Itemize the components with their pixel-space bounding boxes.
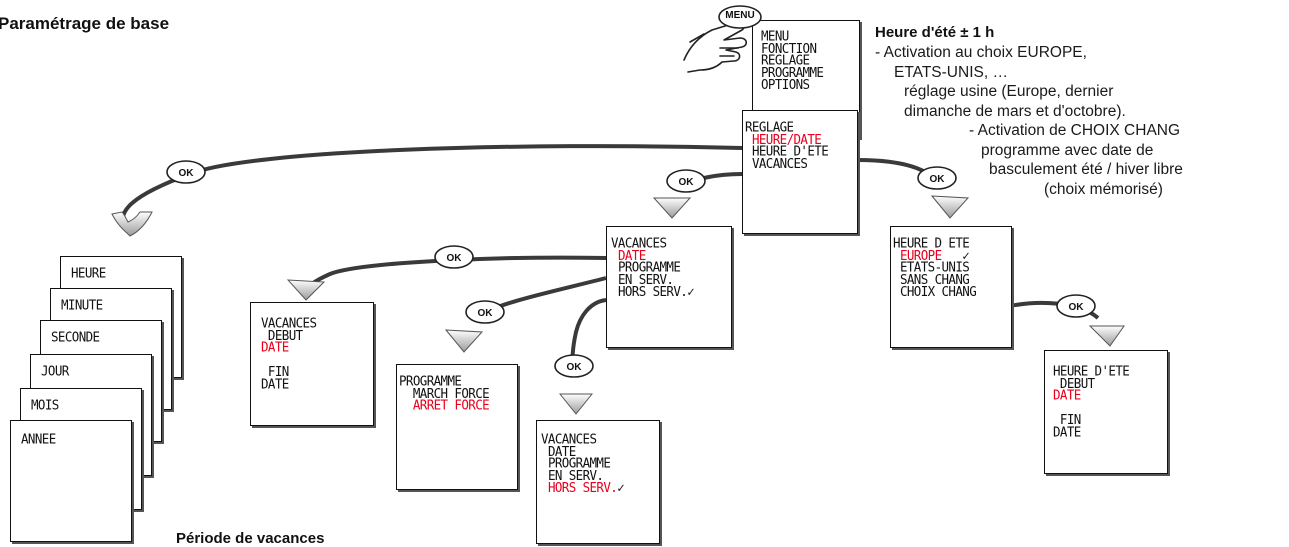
- dst-note-line: - Activation au choix EUROPE,: [875, 44, 1087, 61]
- dst-notes: - Activation au choix EUROPE, ETATS-UNIS…: [875, 43, 1275, 199]
- line: DATE: [1053, 423, 1081, 440]
- stack-label-seconde: SECONDE: [51, 328, 100, 345]
- programme-item-arret-force: ARRET FORCE: [412, 397, 490, 413]
- heure-ete-item-europe: EUROPE ✓: [899, 246, 970, 263]
- menu-item: REGLAGE: [761, 52, 810, 68]
- heure-ete-title: HEURE D ETE: [893, 234, 970, 251]
- hors-serv-item-en-serv: EN SERV.: [547, 467, 604, 483]
- hors-serv-list: VACANCES DATE PROGRAMME EN SERV. HORS SE…: [541, 430, 625, 495]
- ok-label: OK: [679, 177, 695, 188]
- curve-heure-date: [120, 144, 743, 227]
- hors-serv-title: VACANCES: [541, 430, 597, 447]
- reglage-screen: REGLAGE HEURE/DATE HEURE D'ETE VACANCES: [742, 110, 858, 234]
- vacances-list: VACANCES DATE PROGRAMME EN SERV. HORS SE…: [611, 234, 695, 299]
- dst-note-line: (choix mémorisé): [1044, 180, 1163, 198]
- ok-button-vac-date[interactable]: OK: [434, 245, 474, 269]
- reglage-title: REGLAGE: [745, 118, 794, 135]
- check-icon: ✓: [687, 283, 695, 299]
- ok-label: OK: [179, 168, 195, 179]
- stack-card-annee: ANNEE: [10, 420, 132, 542]
- check-icon: ✓: [962, 246, 970, 263]
- heure-ete-debut-list: HEURE D'ETE DEBUT DATE FIN DATE: [1053, 362, 1130, 440]
- stack-label-jour: JOUR: [41, 362, 69, 379]
- dst-note-line: programme avec date de: [981, 141, 1154, 159]
- ok-button-vac-programme[interactable]: OK: [465, 300, 505, 324]
- line-selected: DATE: [261, 339, 289, 355]
- line: DATE: [261, 375, 289, 392]
- menu-item: FONCTION: [761, 39, 817, 56]
- dst-note-line: dimanche de mars et d'octobre).: [904, 102, 1126, 120]
- menu-item: PROGRAMME: [761, 64, 824, 80]
- programme-title: PROGRAMME: [399, 372, 462, 389]
- check-icon: ✓: [617, 479, 625, 495]
- hors-serv-item-date: DATE: [547, 442, 576, 459]
- reglage-item-heure-ete: HEURE D'ETE: [751, 143, 829, 159]
- ok-button-choix[interactable]: OK: [1056, 294, 1096, 318]
- heure-ete-item-choix-chang: CHOIX CHANG: [899, 283, 977, 299]
- stack-label-mois: MOIS: [31, 396, 59, 413]
- heure-ete-item-etats-unis: ETATS-UNIS: [899, 259, 970, 275]
- dst-note-line: réglage usine (Europe, dernier: [904, 83, 1114, 100]
- vacances-item-programme: PROGRAMME: [617, 259, 681, 275]
- arrow-head-debut: [286, 279, 326, 301]
- menu-item: OPTIONS: [761, 76, 810, 92]
- arrow-head-vacances: [652, 197, 692, 219]
- stack-label-annee: ANNEE: [21, 430, 56, 447]
- hors-serv-item-hors-serv: HORS SERV.✓: [547, 479, 625, 495]
- arrow-head-choix: [1088, 325, 1125, 347]
- vacances-screen: VACANCES DATE PROGRAMME EN SERV. HORS SE…: [606, 226, 732, 348]
- line-selected: DATE: [1053, 387, 1081, 403]
- programme-list: PROGRAMME MARCH FORCE ARRET FORCE: [399, 372, 490, 413]
- menu-list: MENU FONCTION REGLAGE PROGRAMME OPTIONS: [761, 27, 824, 92]
- section-vacances-heading: Période de vacances: [176, 530, 325, 547]
- vacances-title: VACANCES: [611, 234, 667, 251]
- menu-item: MENU: [761, 27, 789, 44]
- ok-label: OK: [447, 253, 463, 264]
- ok-button-vacances[interactable]: OK: [666, 169, 706, 193]
- ok-button-vac-hors[interactable]: OK: [554, 354, 594, 378]
- line: FIN: [1053, 411, 1081, 427]
- reglage-item-heure-date: HEURE/DATE: [751, 130, 822, 147]
- reglage-item-vacances: VACANCES: [751, 155, 808, 171]
- arrow-head-hors: [558, 393, 594, 415]
- dst-note-line: - Activation de CHOIX CHANG: [969, 122, 1181, 139]
- heure-ete-list: HEURE D ETE EUROPE ✓ ETATS-UNIS SANS CHA…: [893, 234, 977, 299]
- stack-label-heure: HEURE: [71, 264, 106, 281]
- dst-note-line: basculement été / hiver libre: [989, 161, 1183, 178]
- vacances-item-date: DATE: [617, 246, 646, 263]
- line: VACANCES: [261, 314, 317, 331]
- dst-heading: Heure d'été ± 1 h: [875, 24, 995, 41]
- ok-label: OK: [567, 362, 583, 373]
- page-title: Paramétrage de base: [0, 14, 170, 33]
- vacances-item-en-serv: EN SERV.: [617, 271, 674, 287]
- line: DEBUT: [1053, 374, 1095, 391]
- dst-note-line: ETATS-UNIS, …: [894, 63, 1008, 81]
- line: FIN: [261, 363, 289, 379]
- line: DEBUT: [261, 326, 303, 343]
- stack-label-minute: MINUTE: [61, 296, 103, 313]
- vacances-debut-list: VACANCES DEBUT DATE FIN DATE: [261, 314, 317, 392]
- vacances-item-hors-serv: HORS SERV.✓: [617, 283, 695, 299]
- vacances-debut-screen: VACANCES DEBUT DATE FIN DATE: [250, 302, 374, 426]
- arrow-head-stack: [111, 211, 153, 237]
- ok-label: OK: [930, 174, 946, 185]
- heure-ete-item-sans-chang: SANS CHANG: [899, 271, 970, 287]
- programme-screen: PROGRAMME MARCH FORCE ARRET FORCE: [396, 364, 518, 490]
- reglage-list: REGLAGE HEURE/DATE HEURE D'ETE VACANCES: [745, 118, 829, 171]
- ok-button-heure-ete[interactable]: OK: [917, 166, 957, 190]
- ok-label: OK: [478, 308, 494, 319]
- programme-item-march-force: MARCH FORCE: [412, 384, 490, 401]
- heure-ete-debut-screen: HEURE D'ETE DEBUT DATE FIN DATE: [1044, 350, 1168, 474]
- line: HEURE D'ETE: [1053, 362, 1130, 379]
- heure-ete-screen: HEURE D ETE EUROPE ✓ ETATS-UNIS SANS CHA…: [890, 226, 1012, 348]
- ok-button-heure-date[interactable]: OK: [166, 160, 206, 184]
- arrow-head-heure-ete: [930, 195, 970, 219]
- hors-serv-screen: VACANCES DATE PROGRAMME EN SERV. HORS SE…: [536, 420, 660, 544]
- hors-serv-item-programme: PROGRAMME: [547, 455, 611, 471]
- ok-label: OK: [1069, 302, 1085, 313]
- menu-button[interactable]: MENU: [725, 10, 755, 21]
- arrow-head-programme: [444, 329, 484, 353]
